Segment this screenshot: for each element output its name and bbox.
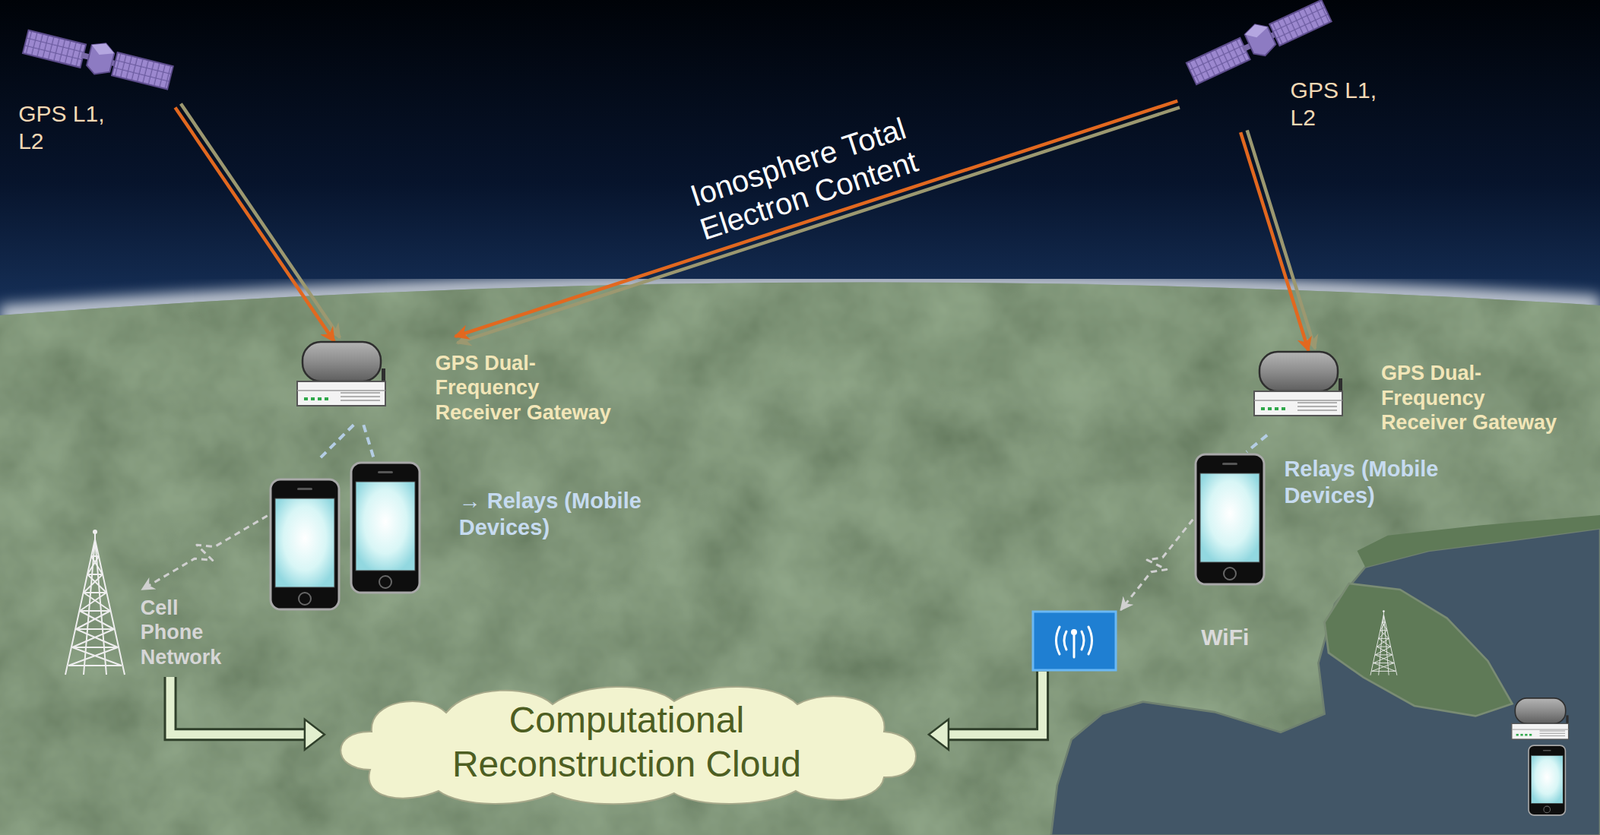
wireless-zigzag [142,516,268,590]
arrow-body [948,671,1043,736]
dashed-link [363,424,375,462]
wireless-link [142,516,268,590]
edge-label: Ionosphere Total Electron Content [669,105,938,253]
relay-devices: → Relays (Mobile Devices) [267,461,651,614]
wireless-link [1121,519,1194,611]
receiver-gateway: GPS Dual-Frequency Receiver Gateway [1248,349,1568,435]
gateway-icon [294,339,390,416]
sea [1051,528,1600,835]
cloud-label: Computational Reconstruction Cloud [436,698,817,786]
relay-label: → Relays (Mobile Devices) [459,487,651,542]
arrow-outline [948,671,1043,736]
gps-signal-arrow [455,101,1180,344]
upload-arrow [170,677,325,751]
cloud-shape [324,678,929,807]
small-tower [1370,610,1398,675]
phone-icons [267,461,424,614]
satellite-label: GPS L1, L2 [18,100,118,156]
peninsula [1324,583,1513,717]
signal-line [1240,132,1309,352]
arrow-outline [170,677,305,736]
satellite-icon [18,25,178,93]
satellite-icon [1178,8,1339,76]
gateway-icon [1251,349,1347,426]
signal-line [1247,129,1315,349]
network-label: Cell Phone Network [140,589,236,670]
arrow-head [304,719,325,751]
satellite-label: GPS L1, L2 [1290,76,1390,132]
relay-device: Relays (Mobile Devices) [1192,452,1476,588]
wired-link [1246,435,1268,453]
cell-tower: Cell Phone Network [59,589,236,678]
signal-line [455,101,1178,337]
reconstruction-cloud: Computational Reconstruction Cloud [324,678,929,807]
small-gateway [1511,698,1569,740]
wifi-icon [1031,610,1118,672]
wifi-access-point: WiFi [1031,610,1249,672]
wired-link [316,424,375,462]
relay-label: Relays (Mobile Devices) [1283,456,1476,510]
receiver-gateway: GPS Dual-Frequency Receiver Gateway [291,339,622,425]
wifi-label: WiFi [1200,624,1249,652]
arrow-body [170,677,305,736]
upload-arrow [928,671,1043,751]
signal-line [180,103,340,338]
gps-signal-arrow [1240,129,1315,351]
coast [1357,515,1600,568]
gateway-label: GPS Dual-Frequency Receiver Gateway [435,351,622,425]
tower-icon [60,529,130,678]
signal-line [174,107,334,342]
gateway-label: GPS Dual-Frequency Receiver Gateway [1381,361,1568,435]
gps-signal-arrow [174,103,340,342]
dashed-link [1246,435,1268,453]
phone-icon [1192,452,1268,588]
wireless-zigzag [1121,519,1194,611]
gps-satellite: GPS L1, L2 [1178,8,1390,132]
small-phone [1528,745,1566,816]
gps-satellite: GPS L1, L2 [18,25,178,156]
dashed-link [316,424,354,462]
arrow-head [928,719,949,751]
